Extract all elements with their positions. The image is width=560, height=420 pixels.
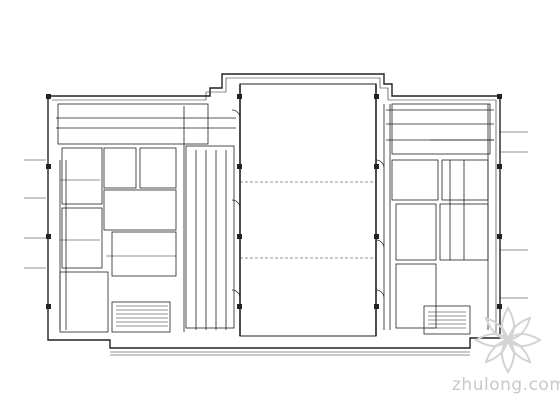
zhulong-flower-logo-icon	[474, 306, 542, 374]
left-annotation-ticks	[24, 159, 46, 269]
right-wing-rooms	[383, 103, 494, 335]
exterior-band	[110, 351, 470, 356]
central-hall	[239, 83, 377, 337]
left-wing-rooms	[56, 103, 236, 333]
door-swings	[231, 109, 385, 299]
building-outline	[47, 73, 501, 349]
right-wing-hatching	[428, 311, 466, 329]
right-annotation-ticks	[500, 131, 528, 299]
left-wing-hatching	[60, 179, 176, 327]
structural-columns	[46, 94, 502, 309]
watermark-text: zhulong.com	[452, 375, 560, 395]
